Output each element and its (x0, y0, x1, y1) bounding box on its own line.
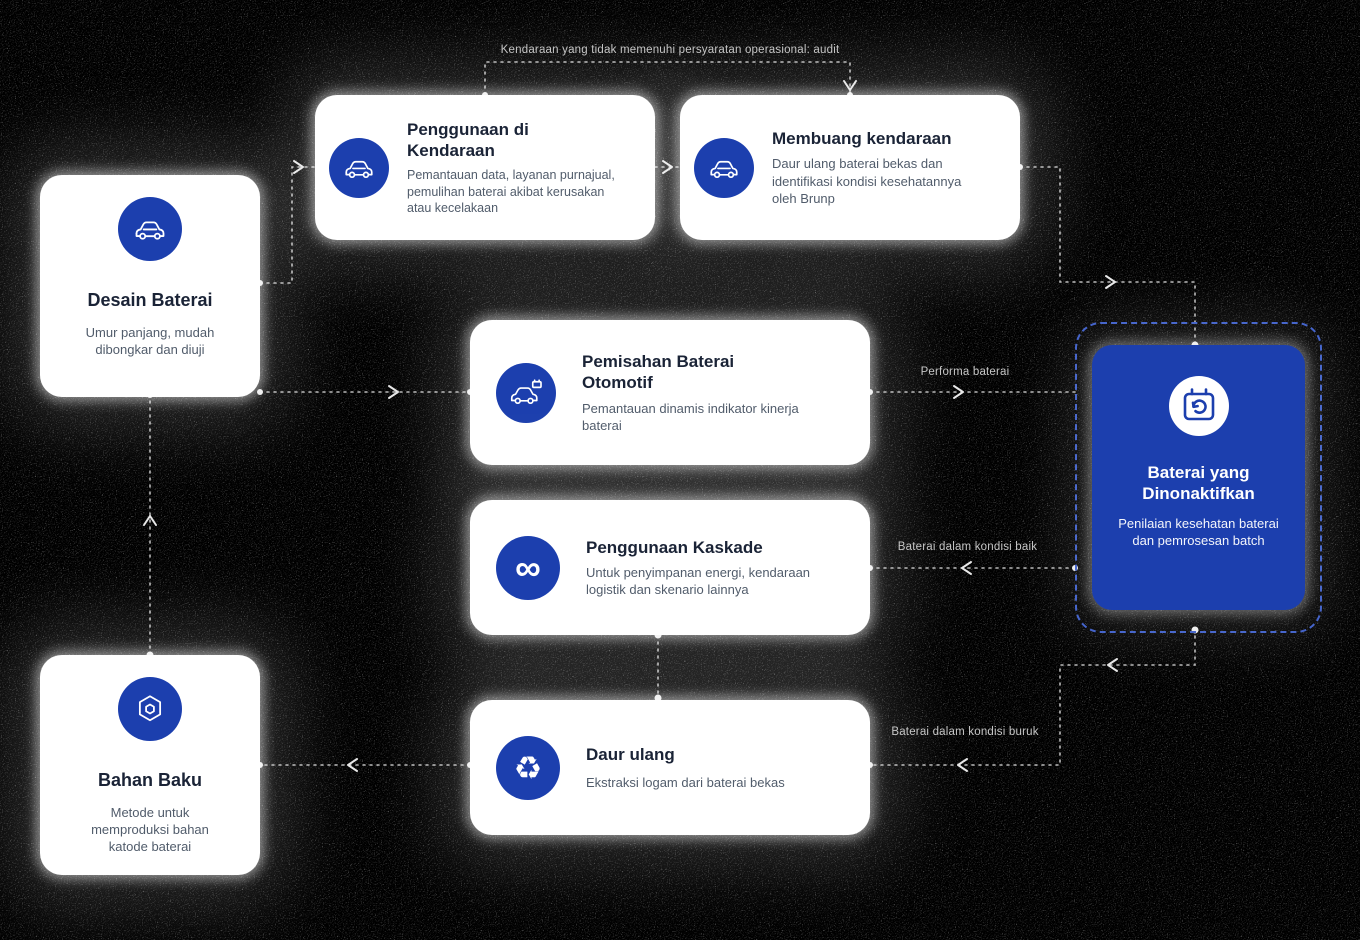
card-description: Umur panjang, mudah dibongkar dan diuji (85, 324, 215, 357)
card-description: Penilaian kesehatan baterai dan pemroses… (1118, 515, 1279, 548)
card-bahan-baku: Bahan Baku Metode untuk memproduksi baha… (40, 655, 260, 875)
card-description: Untuk penyimpanan energi, kendaraan logi… (586, 564, 811, 598)
card-description: Ekstraksi logam dari baterai bekas (586, 774, 785, 790)
car-battery-icon (496, 362, 556, 423)
card-title: Daur ulang (586, 745, 675, 765)
card-description: Metode untuk memproduksi bahan katode ba… (91, 804, 209, 854)
car-icon (329, 137, 389, 198)
card-daur-ulang: ♻ Daur ulang Ekstraksi logam dari batera… (470, 700, 870, 835)
card-description: Daur ulang baterai bekas dan identifikas… (772, 156, 962, 206)
card-title: Membuang kendaraan (772, 129, 952, 149)
hex-nut-icon (118, 677, 182, 741)
card-penggunaan-di-kendaraan: Penggunaan di Kendaraan Pemantauan data,… (315, 95, 655, 240)
card-title: Pemisahan Baterai Otomotif (582, 352, 735, 393)
card-title: Bahan Baku (97, 770, 203, 790)
card-title: Desain Baterai (87, 290, 213, 310)
infinity-icon: ∞ (496, 535, 560, 600)
card-description: Pemantauan dinamis indikator kinerja bat… (582, 400, 799, 433)
edge-label-performance: Performa baterai (920, 366, 1010, 378)
car-icon (118, 197, 182, 261)
card-title: Penggunaan di Kendaraan (407, 119, 529, 160)
card-desain-baterai: Desain Baterai Umur panjang, mudah dibon… (40, 175, 260, 397)
recycle-glyph: ♻ (513, 749, 543, 786)
card-title: Penggunaan Kaskade (586, 537, 763, 557)
card-description: Pemantauan data, layanan purnajual, pemu… (407, 168, 615, 215)
battery-refresh-icon (1168, 375, 1230, 442)
dashed-highlight-frame: Baterai yang Dinonaktifkan Penilaian kes… (1075, 322, 1322, 633)
card-pemisahan-baterai: Pemisahan Baterai Otomotif Pemantauan di… (470, 320, 870, 465)
recycle-icon: ♻ (496, 735, 560, 800)
card-title: Baterai yang Dinonaktifkan (1142, 463, 1255, 504)
card-baterai-dinonaktifkan: Baterai yang Dinonaktifkan Penilaian kes… (1092, 345, 1305, 610)
edge-label-good-condition: Baterai dalam kondisi baik (897, 541, 1038, 553)
infinity-glyph: ∞ (515, 546, 541, 588)
edge-label-scrap-flow: Kendaraan yang tidak memenuhi persyarata… (500, 44, 840, 56)
edge-label-bad-condition: Baterai dalam kondisi buruk (891, 726, 1039, 738)
car-icon (694, 137, 754, 198)
card-membuang-kendaraan: Membuang kendaraan Daur ulang baterai be… (680, 95, 1020, 240)
card-penggunaan-kaskade: ∞ Penggunaan Kaskade Untuk penyimpanan e… (470, 500, 870, 635)
